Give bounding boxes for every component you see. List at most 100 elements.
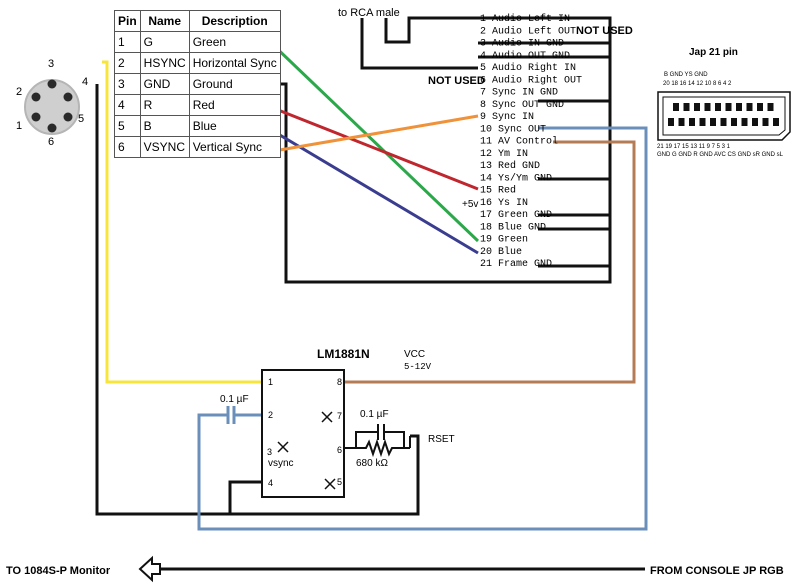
table-cell-name: VSYNC: [139, 136, 190, 158]
rc-network: [344, 424, 411, 458]
din-connector: 3 2 4 1 5 6: [16, 58, 88, 148]
connector-pin: [731, 118, 737, 126]
din-pin-6: [47, 123, 57, 133]
connector-pin: [699, 118, 706, 126]
scart-pin-14: 14 Ys/Ym GND: [480, 172, 552, 184]
table-row: 6 VSYNC Vertical Sync: [114, 136, 281, 158]
table-cell-name: G: [139, 31, 190, 53]
din-label-4: 4: [82, 76, 88, 88]
din-label-5: 5: [78, 113, 84, 125]
from-console-label: FROM CONSOLE JP RGB: [650, 565, 784, 577]
connector-pin: [678, 118, 685, 126]
ic-pin-6: 6: [337, 445, 342, 455]
jap21-top-numbers: 20 18 16 14 12 10 8 6 4 2: [663, 81, 732, 87]
scart-pin-2: 2 Audio Left OUT: [480, 25, 576, 37]
connector-pin: [673, 103, 679, 111]
din-label-2: 2: [16, 86, 22, 98]
table-header-name: Name: [139, 10, 190, 32]
din-pin-2: [31, 92, 41, 102]
jap21-pin-grid: [668, 103, 779, 126]
scart-pin-16: 16 Ys IN: [480, 198, 528, 209]
din-label-6: 6: [48, 136, 54, 148]
connector-pin: [736, 103, 742, 111]
not-used-label-2: NOT USED: [428, 75, 485, 87]
table-cell-name: GND: [139, 73, 190, 95]
rset-label: RSET: [428, 434, 455, 445]
jap21-bottom-numbers: 21 19 17 15 13 11 9 7 5 3 1: [657, 144, 731, 150]
vsync-label: vsync: [268, 458, 294, 469]
table-cell-desc: Vertical Sync: [188, 136, 281, 158]
ic-pin-5: 5: [337, 477, 342, 487]
connector-pin: [725, 103, 732, 111]
cap1-label: 0.1 µF: [220, 394, 249, 405]
plus5v-label: +5v: [462, 199, 478, 210]
table-cell-pin: 2: [114, 52, 141, 74]
capacitor-c1: 0.1 µF: [220, 394, 249, 424]
connector-pin: [741, 118, 748, 126]
scart-pin-19: 19 Green: [480, 235, 528, 246]
connector-pin: [683, 103, 690, 111]
scart-pin-18: 18 Blue GND: [480, 221, 546, 233]
connector-pin: [757, 103, 763, 111]
connector-pin: [715, 103, 721, 111]
jap21-title: Jap 21 pin: [689, 47, 738, 58]
scart-pin-15: 15 Red: [480, 185, 516, 197]
connector-pin: [762, 118, 769, 126]
table-cell-desc: Ground: [188, 73, 281, 95]
scart-pin-4: 4 Audio OUT GND: [480, 50, 570, 62]
table-row: 5 B Blue: [114, 115, 281, 137]
table-cell-pin: 3: [114, 73, 141, 95]
scart-pin-10: 10 Sync OUT: [480, 124, 546, 135]
din-pin-3: [47, 79, 57, 89]
table-cell-name: HSYNC: [139, 52, 190, 74]
table-cell-desc: Horizontal Sync: [188, 52, 281, 74]
table-cell-pin: 1: [114, 31, 141, 53]
rca-label: to RCA male: [338, 7, 400, 19]
table-row: 4 R Red: [114, 94, 281, 116]
din-label-3: 3: [48, 58, 54, 70]
ic-pin-7: 7: [337, 411, 342, 421]
not-used-label-1: NOT USED: [576, 25, 633, 37]
scart-pin-8: 8 Sync OUT GND: [480, 100, 564, 111]
scart-pin-13: 13 Red GND: [480, 160, 540, 172]
connector-pin: [746, 103, 753, 111]
connector-pin: [704, 103, 711, 111]
lm1881-chip: LM1881N 1 2 3 4 5 6 7 8 vsync: [261, 347, 370, 498]
connector-pin: [689, 118, 695, 126]
nc-x-marks: [277, 411, 336, 490]
vcc-range: 5-12V: [404, 362, 432, 372]
ic-pin-2: 2: [268, 410, 273, 420]
connector-pin: [752, 118, 758, 126]
scart-pin-6: 6 Audio Right OUT: [480, 74, 582, 86]
table-header-description: Description: [188, 10, 281, 32]
scart-pin-9: 9 Sync IN: [480, 112, 534, 123]
table-cell-desc: Red: [188, 94, 281, 116]
table-header-row: Pin Name Description: [114, 10, 281, 32]
scart-pin-12: 12 Ym IN: [480, 149, 528, 160]
ic-pin-1: 1: [268, 377, 273, 387]
ic-pin-8: 8: [337, 377, 342, 387]
scart-pin-20: 20 Blue: [480, 246, 522, 258]
din-pin-5: [63, 112, 73, 122]
scart-pin-5: 5 Audio Right IN: [480, 62, 576, 74]
connector-pin: [773, 118, 779, 126]
table-row: 1 G Green: [114, 31, 281, 53]
connector-pin: [720, 118, 727, 126]
cap2-label: 0.1 µF: [360, 409, 389, 420]
table-cell-pin: 6: [114, 136, 141, 158]
table-cell-pin: 4: [114, 94, 141, 116]
scart-pin-21: 21 Frame GND: [480, 259, 552, 270]
connector-pin: [694, 103, 700, 111]
to-monitor-label: TO 1084S-P Monitor: [6, 565, 111, 577]
connector-pin: [767, 103, 774, 111]
scart-pin-11: 11 AV Control: [480, 136, 558, 148]
din-pin-4: [63, 92, 73, 102]
table-row: 3 GND Ground: [114, 73, 281, 95]
table-cell-desc: Green: [188, 31, 281, 53]
ic-pin-3: 3: [267, 447, 272, 457]
pin-table: Pin Name Description 1 G Green 2 HSYNC H…: [114, 10, 281, 158]
table-header-pin: Pin: [114, 10, 141, 32]
jap21-bottom-labels: GND G GND R GND AVC CS GND sR GND sL: [657, 152, 784, 158]
